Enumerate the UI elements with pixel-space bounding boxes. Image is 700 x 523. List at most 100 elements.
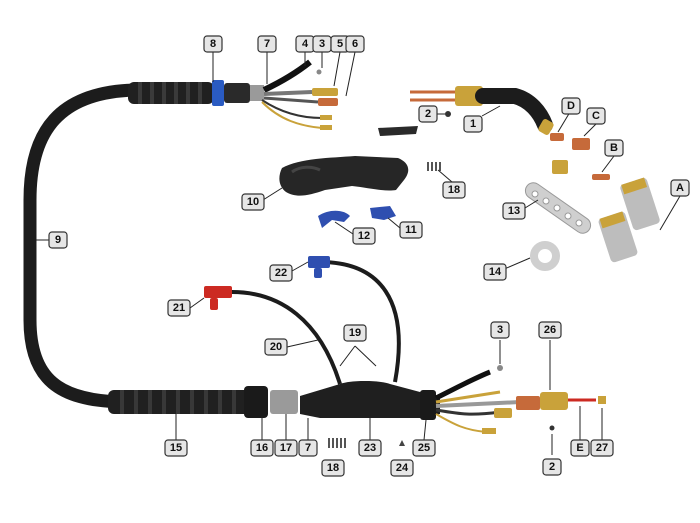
svg-text:B: B: [610, 142, 618, 154]
callout-6: 6: [345, 35, 365, 53]
svg-text:11: 11: [405, 224, 417, 236]
svg-text:A: A: [676, 182, 684, 194]
top-cable-breakouts: [261, 59, 338, 130]
svg-text:23: 23: [364, 442, 376, 454]
rear-nut: [420, 390, 436, 420]
svg-text:27: 27: [596, 442, 608, 454]
callout-9: 9: [48, 231, 68, 249]
callout-11: 11: [399, 221, 423, 239]
svg-text:2: 2: [425, 108, 431, 120]
callout-26: 26: [538, 321, 562, 339]
callout-25: 25: [412, 439, 436, 457]
svg-text:10: 10: [247, 196, 259, 208]
callout-2-top: 2: [418, 105, 438, 123]
blue-connector: [308, 256, 330, 278]
screws-bottom: [328, 438, 346, 448]
callout-17: 17: [274, 439, 298, 457]
trigger-cable-right: [319, 260, 401, 383]
callout-12: 12: [352, 227, 376, 245]
svg-text:17: 17: [280, 442, 292, 454]
washer: [530, 241, 560, 271]
torch-neck: [410, 86, 554, 135]
callout-1: 1: [463, 115, 483, 133]
callout-27: 27: [590, 439, 614, 457]
callout-2-bottom: 2: [542, 458, 562, 476]
svg-text:8: 8: [210, 38, 216, 50]
callout-18-top: 18: [442, 181, 466, 199]
callout-14: 14: [483, 263, 507, 281]
svg-text:C: C: [592, 110, 600, 122]
callout-d: D: [561, 97, 581, 115]
screws-top: [427, 162, 441, 171]
torch-handle: [279, 156, 409, 196]
svg-text:18: 18: [327, 462, 339, 474]
svg-text:6: 6: [352, 38, 358, 50]
callout-b: B: [604, 139, 624, 157]
callout-18-bottom: 18: [321, 459, 345, 477]
callout-16: 16: [250, 439, 274, 457]
svg-text:12: 12: [358, 230, 370, 242]
switch-plate: [378, 126, 418, 136]
leader-lines: [36, 51, 681, 455]
trigger-cable-left: [231, 290, 342, 385]
svg-text:24: 24: [396, 462, 409, 474]
svg-text:1: 1: [470, 118, 476, 130]
svg-text:20: 20: [270, 341, 282, 353]
tool-plate: [524, 182, 592, 234]
trigger-11: [370, 206, 396, 220]
callout-3-bottom: 3: [490, 321, 510, 339]
callout-22: 22: [269, 264, 293, 282]
svg-text:13: 13: [508, 205, 520, 217]
svg-text:9: 9: [55, 234, 61, 246]
callout-7-top: 7: [257, 35, 277, 53]
callout-10: 10: [241, 193, 265, 211]
svg-text:25: 25: [418, 442, 430, 454]
svg-text:19: 19: [349, 327, 361, 339]
svg-text:14: 14: [489, 266, 502, 278]
diffuser-c: [572, 138, 590, 150]
callout-21: 21: [167, 299, 191, 317]
main-cable-hose: [23, 83, 257, 409]
svg-text:15: 15: [170, 442, 182, 454]
svg-text:16: 16: [256, 442, 268, 454]
callout-a: A: [670, 179, 690, 197]
callout-4: 4: [295, 35, 315, 53]
svg-text:3: 3: [319, 38, 325, 50]
junction-body: [300, 381, 440, 418]
svg-text:21: 21: [173, 302, 185, 314]
svg-text:E: E: [576, 442, 583, 454]
callout-8: 8: [203, 35, 223, 53]
trigger-12: [318, 210, 350, 228]
callout-c: C: [586, 107, 606, 125]
svg-text:7: 7: [264, 38, 270, 50]
small-part-2-top: [445, 111, 451, 117]
contact-tip-b: [592, 174, 610, 180]
callout-13: 13: [502, 202, 526, 220]
small-screw-24: [399, 440, 405, 446]
svg-text:D: D: [567, 100, 575, 112]
callout-23: 23: [358, 439, 382, 457]
red-connector: [204, 286, 232, 310]
rear-breakouts: [434, 365, 606, 434]
callout-7-bottom: 7: [298, 439, 318, 457]
svg-text:3: 3: [497, 324, 503, 336]
callout-19: 19: [343, 324, 367, 342]
brass-fitting: [552, 160, 568, 174]
svg-text:4: 4: [302, 38, 309, 50]
svg-text:22: 22: [275, 267, 287, 279]
svg-text:26: 26: [544, 324, 556, 336]
nozzles-a: [598, 177, 660, 263]
svg-text:5: 5: [337, 38, 343, 50]
svg-text:7: 7: [305, 442, 311, 454]
svg-text:2: 2: [549, 461, 555, 473]
callout-20: 20: [264, 338, 288, 356]
top-strain-relief: [128, 80, 264, 106]
svg-text:18: 18: [448, 184, 460, 196]
callout-24: 24: [390, 459, 414, 477]
callout-e: E: [570, 439, 590, 457]
callout-3-top: 3: [312, 35, 332, 53]
bottom-strain-relief: [108, 386, 298, 418]
callout-15: 15: [164, 439, 188, 457]
contact-tip-d: [550, 133, 564, 141]
